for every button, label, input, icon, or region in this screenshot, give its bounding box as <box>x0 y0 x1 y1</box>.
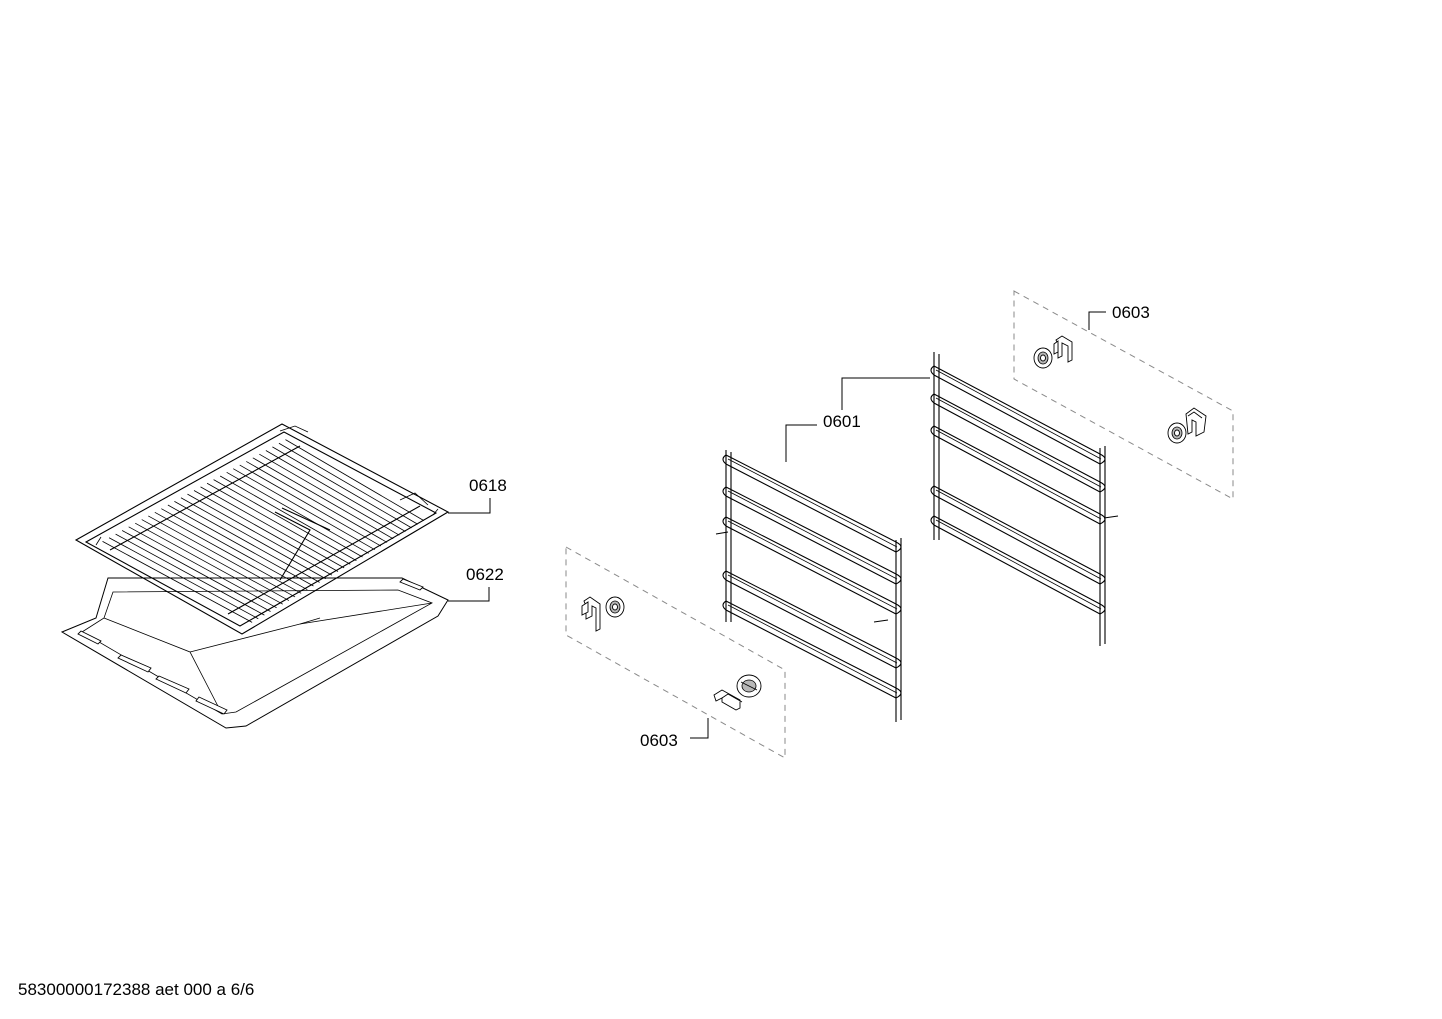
grid-rack-bars <box>102 439 425 623</box>
leader-0603-top <box>1088 311 1106 330</box>
rail-wire-inner <box>935 397 1102 488</box>
rail-wire-inner <box>935 489 1102 580</box>
grid-rack-bar <box>219 475 363 558</box>
rail-wire-inner <box>727 604 898 694</box>
grid-rack-bar <box>206 482 351 565</box>
rail-wire-inner <box>935 519 1102 610</box>
clip-knob-top-2 <box>1167 422 1187 444</box>
rail-wire-inner <box>727 490 898 580</box>
shelf-rail-right <box>930 352 1119 646</box>
clip-knob-top-1 <box>1033 347 1053 369</box>
clip-bracket-top-1 <box>1053 335 1073 363</box>
rail-wire <box>930 485 1106 585</box>
grid-rack-bar <box>200 486 345 569</box>
grid-rack-bar <box>167 504 314 587</box>
grid-rack-bar <box>285 439 425 521</box>
label-0618: 0618 <box>469 476 507 495</box>
clip-knob-bottom-1 <box>605 596 625 618</box>
grid-rack-bar <box>226 471 369 554</box>
grid-rack-bar <box>187 493 333 576</box>
leader-0622 <box>448 587 490 602</box>
grid-rack-bar <box>246 461 388 543</box>
rail-wire-inner <box>935 369 1102 460</box>
rail-pin <box>1103 515 1119 519</box>
clip-bracket-top-2 <box>1185 407 1207 437</box>
leader-0618 <box>448 498 491 514</box>
grid-rack-bar <box>174 501 320 583</box>
grid-rack-bar <box>278 442 418 525</box>
rail-wire <box>722 600 902 699</box>
grid-rack-bar <box>141 519 290 601</box>
rail-wire-inner <box>727 458 898 548</box>
grid-rack-bar <box>121 530 271 612</box>
rail-wire <box>930 515 1106 615</box>
rail-pin <box>715 531 729 535</box>
leader-0603-bottom <box>690 718 709 739</box>
label-0603-top: 0603 <box>1112 303 1150 322</box>
clip-knob-bottom-2 <box>736 674 762 698</box>
grid-rack-bar <box>148 515 296 598</box>
rail-wire <box>722 570 902 669</box>
grid-rack-bar <box>161 508 308 591</box>
grid-rack-bar <box>135 522 283 605</box>
rail-wire-inner <box>727 574 898 664</box>
leader-0601-right <box>841 377 930 410</box>
rail-wire-inner <box>727 520 898 610</box>
rail-wire <box>722 454 902 553</box>
grid-rack-bar <box>128 526 277 609</box>
tray-handle-slots <box>77 578 424 715</box>
grid-rack-bar <box>108 537 259 620</box>
clip-group-bottom <box>565 546 786 759</box>
grid-rack-bar <box>252 457 394 540</box>
grid-rack-bar <box>213 479 357 561</box>
rail-wire <box>930 425 1106 525</box>
grid-rack-bar <box>154 511 302 594</box>
baking-tray <box>60 577 449 729</box>
grid-rack-bar <box>193 490 339 572</box>
grid-rack-bar <box>272 446 412 529</box>
grid-rack-bar <box>259 453 400 536</box>
label-0622: 0622 <box>466 565 504 584</box>
leader-0601 <box>785 424 817 462</box>
label-0601: 0601 <box>823 412 861 431</box>
document-id: 58300000172388 aet 000 a 6/6 <box>18 980 255 999</box>
clip-bracket-bottom-2 <box>713 689 743 711</box>
shelf-rail-left <box>715 450 902 722</box>
rail-wire <box>930 365 1106 465</box>
rail-wire <box>930 393 1106 493</box>
grid-rack-bar <box>265 450 406 532</box>
clip-bracket-bottom-1 <box>581 596 601 632</box>
rail-pin <box>873 619 889 623</box>
label-0603-bottom: 0603 <box>640 731 678 750</box>
grid-rack-bar <box>115 533 265 616</box>
rail-wire-inner <box>935 429 1102 520</box>
clip-group-top <box>1013 290 1234 500</box>
rail-wire <box>722 486 902 585</box>
rail-wire <box>722 516 902 615</box>
grid-rack-bar <box>233 468 375 551</box>
grid-rack-bar <box>102 541 253 623</box>
grid-rack <box>74 423 450 635</box>
grid-rack-bar <box>239 464 382 547</box>
grid-rack-bar <box>180 497 326 580</box>
